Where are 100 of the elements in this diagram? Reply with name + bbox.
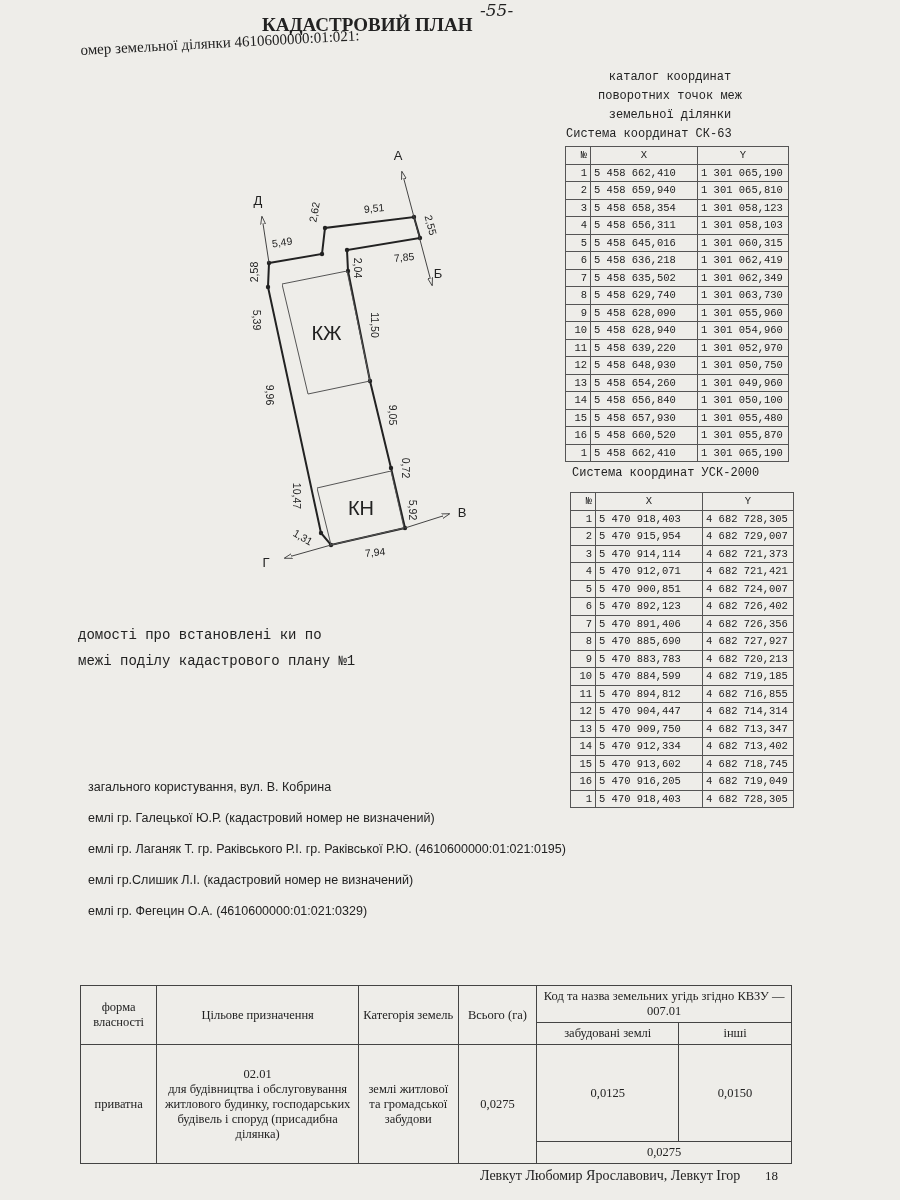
table-cell: 5 470 883,783 <box>595 650 703 668</box>
table-cell: 9 <box>565 304 591 322</box>
table-cell: 2 <box>565 181 591 199</box>
column-header: Всього (га) <box>466 1007 528 1023</box>
table-cell: 16 <box>570 772 596 790</box>
table-cell: 6 <box>570 597 596 615</box>
column-header: забудовані землі <box>563 1026 653 1041</box>
table-cell: 1 301 055,480 <box>697 409 789 427</box>
table-cell: 10 <box>565 321 591 339</box>
handwritten-page-number: -55- <box>480 0 514 20</box>
dimension-label: 2,58 <box>248 261 260 283</box>
table-cell: 4 682 718,745 <box>702 755 794 773</box>
table-cell: 15 <box>570 755 596 773</box>
table-cell: 8 <box>565 286 591 304</box>
table-cell: 2 <box>570 527 596 545</box>
table-cell: 1 301 062,349 <box>697 269 789 287</box>
dimension-label: 9,51 <box>363 201 385 215</box>
table-cell: 12 <box>570 702 596 720</box>
table-cell: 4 682 721,373 <box>702 545 794 563</box>
table-heading: Система координат УСК-2000 <box>572 466 760 480</box>
table-cell: 14 <box>570 737 596 755</box>
owner-text: Левкут Любомир Ярославович, Левкут Ігор <box>480 1168 741 1184</box>
table-cell: Y <box>702 492 794 510</box>
table-cell-text: 0,0275 <box>479 1096 516 1112</box>
table-cell: 1 301 052,970 <box>697 339 789 357</box>
table-cell: 5 458 659,940 <box>590 181 698 199</box>
table-cell: 1 301 058,123 <box>697 199 789 217</box>
table-cell: 5 458 636,218 <box>590 251 698 269</box>
table-cell: № <box>570 492 596 510</box>
dimension-label: 9,05 <box>387 404 399 426</box>
table-cell: 1 301 063,730 <box>697 286 789 304</box>
table-cell: 5 470 900,851 <box>595 580 703 598</box>
dimension-label: 1,31 <box>291 526 315 548</box>
table-cell: 1 <box>570 790 596 808</box>
table-cell: 5 470 884,599 <box>595 667 703 685</box>
table-cell-text: 02.01 <box>242 1066 273 1082</box>
table-cell: 5 470 918,403 <box>595 790 703 808</box>
table-cell: 12 <box>565 356 591 374</box>
table-cell: 1 301 049,960 <box>697 374 789 392</box>
column-header: форма власності <box>92 1000 146 1030</box>
table-cell: 5 470 892,123 <box>595 597 703 615</box>
table-cell: 4 682 727,927 <box>702 632 794 650</box>
table-cell: 3 <box>565 199 591 217</box>
table-cell: 5 458 654,260 <box>590 374 698 392</box>
table-cell: 4 682 719,185 <box>702 667 794 685</box>
table-cell: 5 458 639,220 <box>590 339 698 357</box>
table-cell-text: 0,0275 <box>646 1145 683 1160</box>
table-cell: 14 <box>565 391 591 409</box>
table-cell: 1 301 055,870 <box>697 426 789 444</box>
boundary-point-letter: Б <box>433 265 443 281</box>
table-cell: 5 458 628,940 <box>590 321 698 339</box>
table-cell: 5 470 891,406 <box>595 615 703 633</box>
column-header: Код та назва земельних угідь згідно КВЗУ — 007.01 <box>542 989 786 1019</box>
table-cell: 1 301 065,190 <box>697 164 789 182</box>
table-cell: 1 <box>565 444 591 462</box>
table-cell: 5 458 662,410 <box>590 164 698 182</box>
table-cell: 4 682 724,007 <box>702 580 794 598</box>
table-cell: 5 470 885,690 <box>595 632 703 650</box>
table-cell: 5 458 656,311 <box>590 216 698 234</box>
table-cell-text: землі житлової та громадської забудови <box>367 1081 450 1127</box>
table-cell: 1 <box>565 164 591 182</box>
table-cell: 4 682 726,402 <box>702 597 794 615</box>
table-cell: 16 <box>565 426 591 444</box>
table-cell: 4 682 721,421 <box>702 562 794 580</box>
table-cell: 4 <box>570 562 596 580</box>
dimension-label: 7,94 <box>364 545 386 559</box>
column-header: Цільове призначення <box>200 1007 315 1023</box>
dimension-label: 2,62 <box>306 200 322 224</box>
table-cell: 5 458 657,930 <box>590 409 698 427</box>
dimension-label: 5,39 <box>251 309 263 331</box>
table-cell: 1 301 050,750 <box>697 356 789 374</box>
table-cell: 5 <box>565 234 591 252</box>
dimension-label: 5,49 <box>271 234 293 250</box>
table-cell: 4 682 719,049 <box>702 772 794 790</box>
table-cell: 1 301 058,103 <box>697 216 789 234</box>
boundary-point-letter: Г <box>262 554 270 570</box>
adjacent-land-text: емлі гр. Лаганяк Т. гр. Раківського Р.І. гр. Раківської Р.Ю. (4610600000:01:021:0195) <box>88 842 566 856</box>
adjacent-land-text: емлі гр. Фегецин О.А. (4610600000:01:021:0329) <box>88 904 368 918</box>
adjacent-land-text: емлі гр. Галецької Ю.Р. (кадастровий номер не визначений) <box>88 811 435 825</box>
table-cell: 13 <box>570 720 596 738</box>
table-cell: 5 458 645,016 <box>590 234 698 252</box>
table-cell: 4 <box>565 216 591 234</box>
table-cell-text: приватна <box>93 1096 144 1112</box>
table-cell: 5 458 629,740 <box>590 286 698 304</box>
table-cell: 15 <box>565 409 591 427</box>
building-label: КН <box>347 497 375 520</box>
table-cell: 5 458 648,930 <box>590 356 698 374</box>
table-cell: 5 470 909,750 <box>595 720 703 738</box>
table-cell: 1 301 062,419 <box>697 251 789 269</box>
table-cell: 5 470 913,602 <box>595 755 703 773</box>
table-cell: 9 <box>570 650 596 668</box>
column-header: інші <box>722 1026 748 1041</box>
table-cell: 5 470 918,403 <box>595 510 703 528</box>
table-cell: X <box>590 146 698 164</box>
table-cell-text: для будівництва і обслуговування житлового будинку, господарських будівель і споруд (присадибна ділянка) <box>163 1081 352 1142</box>
table-cell: 5 458 656,840 <box>590 391 698 409</box>
boundary-point-letter: В <box>457 504 467 520</box>
table-cell: 4 682 729,007 <box>702 527 794 545</box>
dimension-label: 9,96 <box>264 384 276 406</box>
table-cell: 5 470 912,334 <box>595 737 703 755</box>
